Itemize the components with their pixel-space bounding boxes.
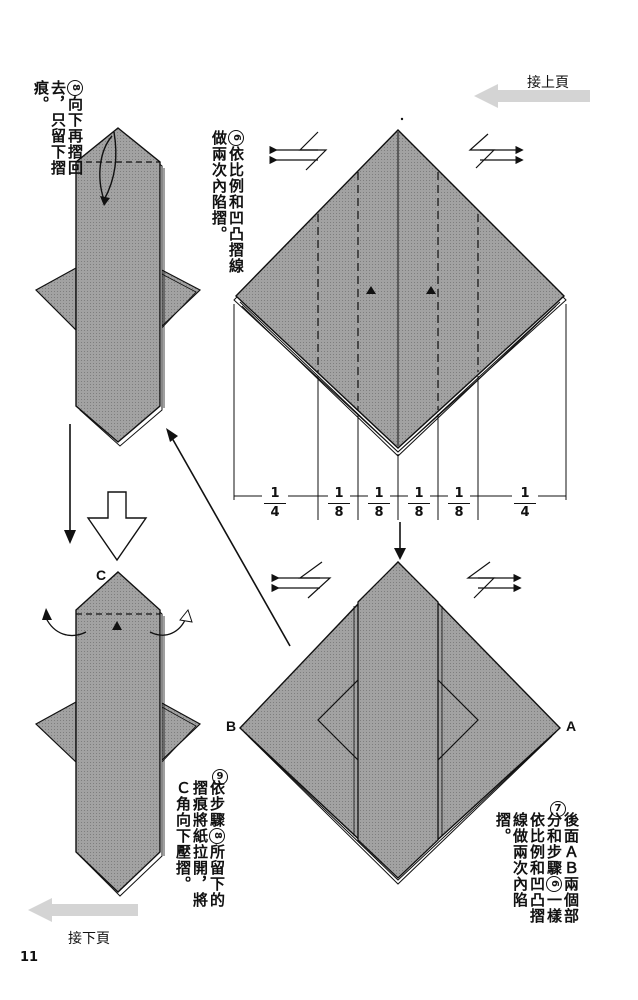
corner-label-a: A <box>566 718 577 734</box>
step6-number: 6 <box>228 130 244 146</box>
step8-number: 8 <box>67 80 83 96</box>
step8-figure <box>35 127 202 447</box>
step8-caption: 8向下再摺回去，只留下摺痕。 <box>32 80 84 176</box>
step6-diamond <box>233 117 567 457</box>
step9-caption: 依步驟8所留下的摺痕將紙拉開，將Ｃ角向下壓摺。 <box>174 780 226 908</box>
push-arrows-step6 <box>269 131 524 171</box>
step7-diamond <box>239 560 562 885</box>
continue-from-label: 接上頁 <box>527 75 569 91</box>
nav-left-arrow-bottom-icon <box>28 898 138 922</box>
proportion-scale <box>233 304 567 520</box>
step9-ref-number: 8 <box>209 828 225 844</box>
arrow-to-step7 <box>394 522 406 560</box>
page-number: 11 <box>20 950 39 965</box>
nav-left-arrow-top-icon <box>474 84 590 108</box>
arrow-step8-to-step9 <box>64 424 76 544</box>
hollow-press-arrow <box>86 491 148 562</box>
step7-ref-number: 6 <box>546 876 562 892</box>
continue-next-label: 接下頁 <box>68 931 110 947</box>
step9-figure <box>34 571 202 897</box>
step6-caption: 6依比例和凹凸摺線做兩次內陷摺。 <box>210 130 245 274</box>
push-arrows-step7 <box>271 561 522 599</box>
step7-caption: 後面ＡＢ兩個部分和步驟6一樣依比例和凹凸摺線做兩次內陷摺。 <box>494 812 580 924</box>
corner-label-b: B <box>226 718 237 734</box>
arrow-step7-to-step8 <box>166 428 291 647</box>
step9-number: 9 <box>212 769 228 785</box>
corner-label-c: C <box>96 567 107 583</box>
step7-number: 7 <box>550 801 566 817</box>
